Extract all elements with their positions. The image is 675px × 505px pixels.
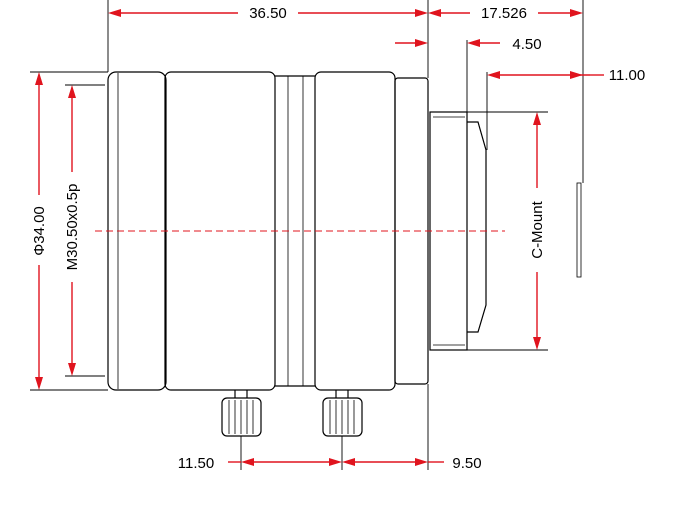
label-mount-type: C-Mount	[529, 200, 546, 258]
label-outer-diameter: Φ34.00	[31, 206, 48, 256]
lens-body	[107, 71, 582, 391]
label-screw-spacing: 11.50	[178, 455, 214, 472]
label-back-focal: 11.00	[609, 67, 645, 84]
dimension-labels: 36.50 17.526 4.50 11.00 Φ34.00 M30.50x0.…	[31, 5, 645, 472]
sensor-plane	[576, 182, 582, 278]
extension-lines	[30, 0, 584, 470]
label-filter-thread: M30.50x0.5p	[64, 184, 81, 271]
front-ring	[107, 71, 167, 391]
thumb-screw-left	[221, 390, 262, 437]
thumb-screw-right	[322, 390, 363, 437]
dimension-lines	[35, 9, 604, 466]
rear-lens	[467, 121, 487, 333]
label-overall-length: 36.50	[249, 5, 287, 22]
label-mount-depth: 4.50	[512, 36, 541, 53]
label-flange-back: 17.526	[481, 5, 527, 22]
rear-barrel	[394, 77, 429, 385]
label-screw-offset: 9.50	[452, 455, 481, 472]
